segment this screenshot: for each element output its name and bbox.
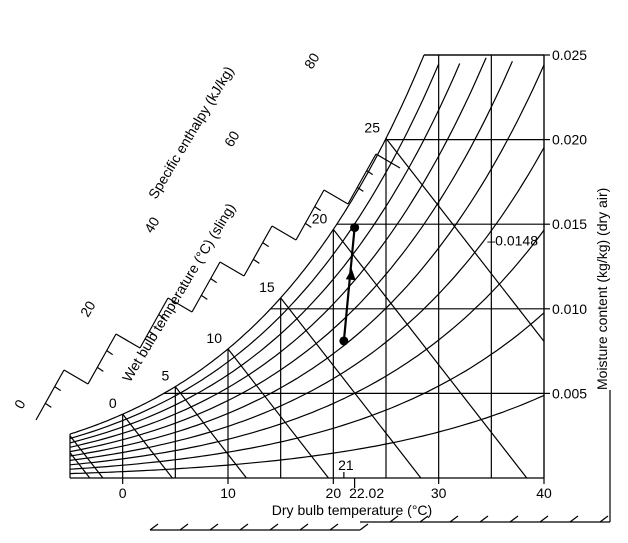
enthalpy-tick — [253, 258, 260, 264]
enthalpy-tread — [167, 297, 193, 313]
enthalpy-tick — [97, 366, 104, 372]
enthalpy-axis-title: Specific enthalpy (kJ/kg) — [145, 63, 237, 201]
x-tick-label: 40 — [536, 485, 552, 501]
x-tick-label: 30 — [431, 485, 447, 501]
process-line — [342, 227, 356, 342]
y-tick-label: 0.005 — [552, 385, 587, 401]
annotation-21: 21 — [338, 457, 354, 473]
enthalpy-tread — [219, 261, 245, 277]
bottom-scale-tick — [329, 523, 339, 531]
rh-curve — [69, 63, 461, 444]
enthalpy-tick — [357, 186, 364, 192]
wet-bulb-line — [332, 229, 528, 479]
enthalpy-tread — [375, 153, 401, 169]
rh-curve — [69, 57, 487, 448]
chart-text: 0 5 10 15 20 25 0 10 20 30 40 0.005 0.010 0.015 0.020 0… — [11, 47, 587, 501]
enthalpy-tick — [45, 402, 52, 408]
enthalpy-tick-label: 60 — [221, 128, 243, 150]
wet-bulb-line — [280, 297, 422, 479]
enthalpy-riser — [295, 189, 325, 241]
rh-curve — [69, 394, 545, 475]
rh-curve — [69, 147, 545, 461]
rh-curve — [69, 64, 545, 457]
y-tick-label: 0.025 — [552, 47, 587, 63]
enthalpy-tick — [305, 222, 312, 228]
wet-bulb-axis-title: Wet bulb temperature (°C) (sling) — [119, 200, 238, 384]
enthalpy-riser — [87, 333, 117, 385]
enthalpy-tick-label: 80 — [301, 50, 323, 72]
enthalpy-tick — [158, 314, 165, 320]
x-axis-title: Dry bulb temperature (°C) — [272, 502, 432, 518]
x-tick-label: 10 — [220, 485, 236, 501]
y-tick-label: 0.015 — [552, 216, 587, 232]
enthalpy-tick — [54, 386, 61, 392]
wet-bulb-line — [69, 435, 104, 479]
annotation-0-0148: –0.0148 — [487, 233, 538, 249]
rh-curve — [69, 312, 545, 470]
annotation-22-02: 22.02 — [349, 485, 384, 501]
bottom-scale-tick — [539, 515, 549, 523]
enthalpy-tread — [63, 369, 89, 385]
enthalpy-tick — [262, 242, 269, 248]
enthalpy-riser — [139, 297, 169, 349]
enthalpy-tick-label: 20 — [77, 298, 99, 320]
rh-curve — [69, 63, 440, 440]
enthalpy-riser — [347, 153, 377, 205]
enthalpy-tick — [106, 350, 113, 356]
enthalpy-tread — [271, 225, 297, 241]
enthalpy-riser — [191, 261, 221, 313]
chart-marks — [339, 223, 360, 346]
enthalpy-tread — [323, 189, 349, 205]
bottom-scale-tick — [179, 523, 189, 531]
bottom-scale-tick — [389, 515, 399, 523]
enthalpy-tick — [149, 330, 156, 336]
bottom-scale-tick — [239, 523, 249, 531]
wet-bulb-line — [122, 413, 173, 479]
y-tick-label: 0.020 — [552, 132, 587, 148]
wet-bulb-label: 5 — [162, 368, 170, 384]
bottom-scale-tick — [359, 523, 369, 531]
wet-bulb-label: 25 — [364, 119, 380, 135]
enthalpy-tick — [201, 294, 208, 300]
wet-bulb-label: 0 — [109, 395, 117, 411]
bottom-scale-tick — [209, 523, 219, 531]
bottom-scale-tick — [149, 523, 159, 531]
saturation-curve — [69, 54, 425, 435]
enthalpy-riser — [243, 225, 273, 277]
process-start-point — [339, 336, 349, 346]
wet-bulb-line — [385, 137, 545, 342]
bottom-scale-tick — [569, 515, 579, 523]
bottom-scale-tick — [449, 515, 459, 523]
bottom-scale-tick — [269, 523, 279, 531]
bottom-scale-tick — [299, 523, 309, 531]
enthalpy-tread — [115, 333, 141, 349]
wet-bulb-line — [69, 452, 91, 479]
process-arrow — [345, 268, 356, 281]
wet-bulb-line — [174, 386, 247, 479]
y-axis-title: Moisture content (kg/kg) (dry air) — [594, 188, 610, 390]
wet-bulb-line — [227, 348, 329, 479]
wet-bulb-label: 20 — [312, 210, 328, 226]
enthalpy-tick-label: 40 — [141, 214, 163, 236]
bottom-scale-tick — [419, 515, 429, 523]
y-tick-label: 0.010 — [552, 301, 587, 317]
enthalpy-riser — [35, 369, 65, 421]
x-tick-label: 0 — [119, 485, 127, 501]
bottom-scale-tick — [509, 515, 519, 523]
wet-bulb-label: 10 — [206, 330, 222, 346]
wet-bulb-label: 15 — [259, 279, 275, 295]
enthalpy-tick — [210, 278, 217, 284]
x-tick-label: 20 — [326, 485, 342, 501]
process-end-point — [350, 223, 360, 233]
enthalpy-tick-label: 0 — [11, 396, 29, 411]
rh-curve — [69, 229, 545, 466]
enthalpy-tick — [314, 206, 321, 212]
bottom-scale-tick — [599, 515, 609, 523]
bottom-scale-tick — [479, 515, 489, 523]
enthalpy-tick — [366, 170, 373, 176]
chart-grid — [35, 54, 611, 531]
